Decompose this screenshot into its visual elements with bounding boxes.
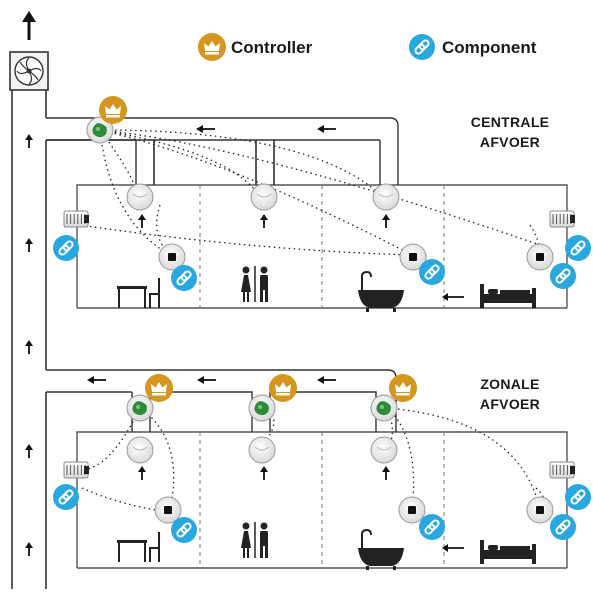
section-title-line2: AFVOER — [479, 134, 541, 150]
flow-arrow — [382, 466, 390, 480]
flow-arrow — [260, 466, 268, 480]
air-valve-icon — [248, 436, 276, 464]
link-icon — [409, 34, 435, 60]
air-valve-icon — [126, 436, 154, 464]
bathtub-icon — [358, 270, 404, 312]
link-icon — [565, 235, 591, 261]
sensor-icon — [399, 243, 427, 271]
duct-arrow — [317, 376, 336, 384]
fan-icon — [9, 51, 49, 91]
flow-arrow — [442, 293, 464, 301]
duct-arrow — [196, 125, 215, 133]
controller-valve-icon — [248, 394, 276, 422]
flow-arrow — [138, 214, 146, 228]
duct-flow-arrow — [25, 134, 33, 148]
main-duct — [11, 90, 47, 589]
sensor-icon — [526, 496, 554, 524]
link-icon — [550, 263, 576, 289]
sensor-icon — [154, 496, 182, 524]
toilet-icon — [241, 522, 268, 558]
controller-valve-icon — [86, 116, 114, 144]
bed-icon — [480, 540, 536, 564]
link-icon — [565, 484, 591, 510]
air-inlet-icon — [549, 210, 575, 228]
link-icon — [419, 514, 445, 540]
link-icon — [550, 514, 576, 540]
link-icon — [419, 259, 445, 285]
flow-arrow — [382, 214, 390, 228]
air-valve-icon — [370, 436, 398, 464]
duct-flow-arrow — [25, 542, 33, 556]
section-title-centrale: CENTRALE AFVOER — [455, 112, 565, 152]
duct-arrow — [197, 376, 216, 384]
section-title-line1: ZONALE — [480, 376, 540, 392]
flow-arrow — [138, 466, 146, 480]
crown-icon — [389, 374, 417, 402]
duct-flow-arrow — [25, 340, 33, 354]
crown-icon — [99, 96, 127, 124]
duct-flow-arrow — [25, 444, 33, 458]
air-valve-icon — [372, 183, 400, 211]
link-icon — [171, 517, 197, 543]
sensor-icon — [158, 243, 186, 271]
section-title-line2: AFVOER — [479, 396, 541, 412]
sensor-icon — [526, 243, 554, 271]
duct-arrow — [317, 125, 336, 133]
sensor-icon — [398, 496, 426, 524]
air-valve-icon — [126, 183, 154, 211]
air-valve-icon — [250, 183, 278, 211]
bed-icon — [480, 284, 536, 308]
duct-flow-arrow — [25, 238, 33, 252]
link-icon — [53, 235, 79, 261]
section-title-zonale: ZONALE AFVOER — [455, 374, 565, 414]
controller-valve-icon — [126, 394, 154, 422]
flow-arrow — [442, 544, 464, 552]
crown-icon — [198, 33, 226, 61]
crown-icon — [269, 374, 297, 402]
controller-valve-icon — [370, 394, 398, 422]
legend-controller-label: Controller — [231, 38, 313, 57]
link-icon — [171, 265, 197, 291]
desk-chair-icon — [117, 278, 160, 308]
air-inlet-icon — [63, 210, 89, 228]
toilet-icon — [241, 266, 268, 302]
section-title-line1: CENTRALE — [470, 114, 550, 130]
bathtub-icon — [358, 528, 404, 570]
air-inlet-icon — [549, 461, 575, 479]
legend-component-label: Component — [442, 38, 537, 57]
desk-chair-icon — [117, 532, 160, 562]
duct-arrow — [87, 376, 106, 384]
link-icon — [53, 484, 79, 510]
air-inlet-icon — [63, 461, 89, 479]
exhaust-arrow — [22, 11, 36, 40]
crown-icon — [145, 374, 173, 402]
flow-arrow — [260, 214, 268, 228]
